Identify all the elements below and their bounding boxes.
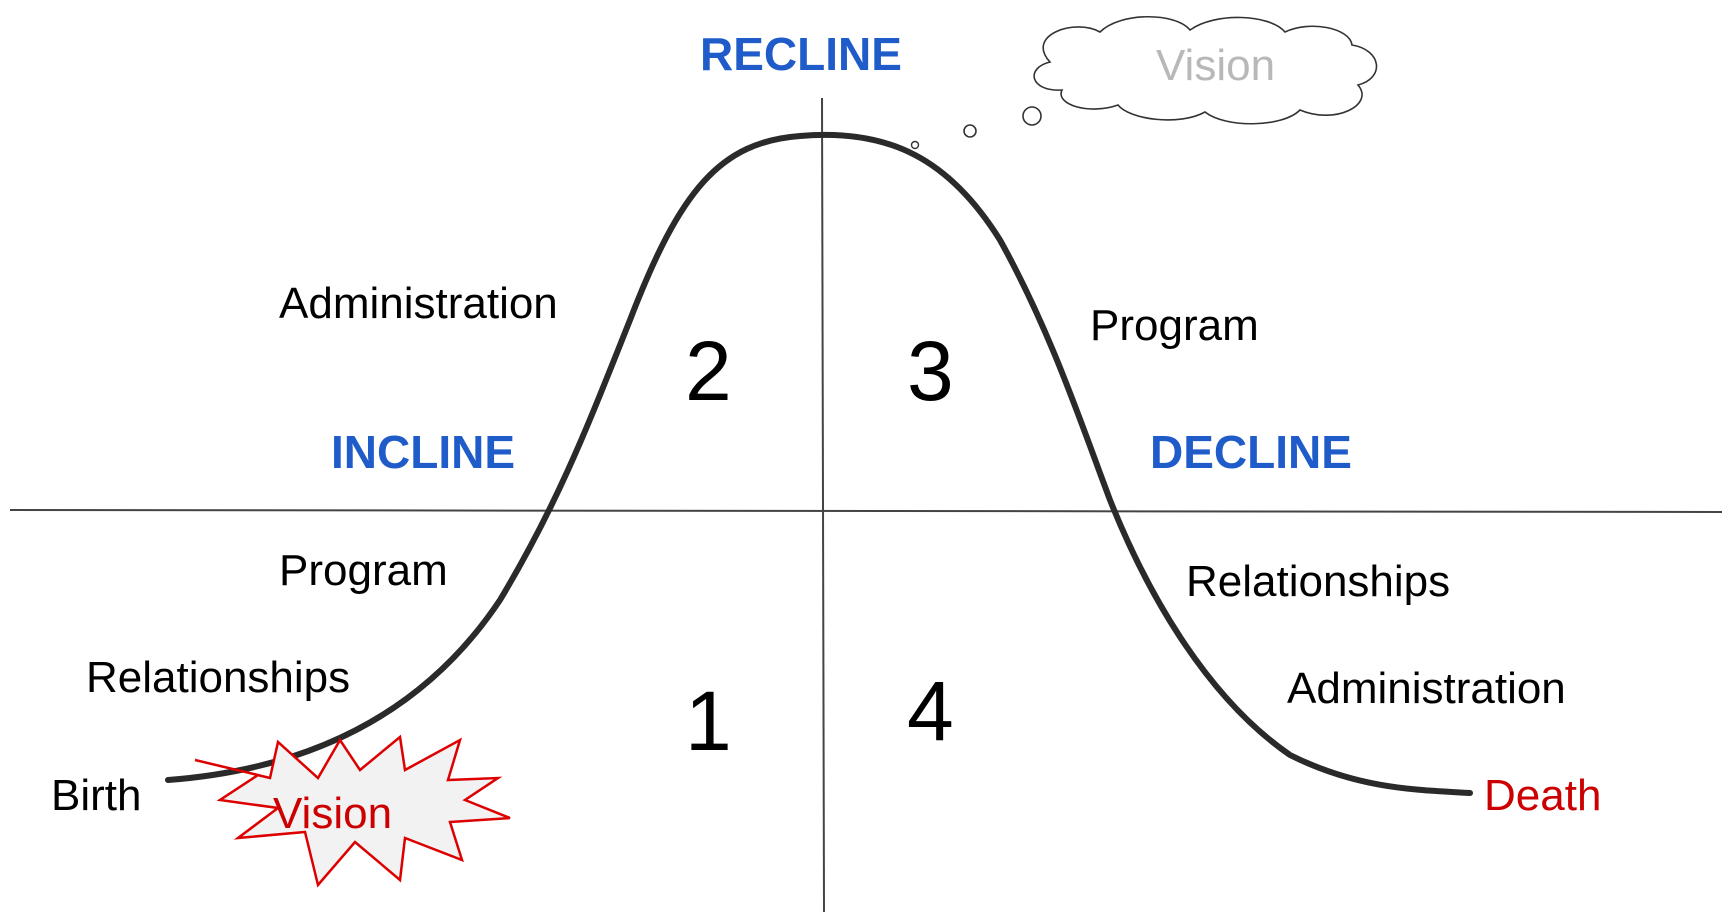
phase-recline: RECLINE bbox=[700, 28, 902, 80]
life-cycle-curve bbox=[165, 131, 1473, 796]
phase-incline: INCLINE bbox=[331, 426, 515, 478]
quadrant-1: 1 bbox=[685, 674, 732, 768]
thought-cloud-shape bbox=[1033, 15, 1378, 125]
right-relationships-label: Relationships bbox=[1186, 557, 1450, 606]
vision-burst-label: Vision bbox=[273, 789, 392, 838]
horizontal-axis bbox=[9, 509, 1723, 513]
thought-cloud bbox=[910, 15, 1378, 150]
left-relationships-label: Relationships bbox=[86, 653, 350, 702]
death-label: Death bbox=[1484, 771, 1601, 820]
quadrant-3: 3 bbox=[907, 324, 954, 418]
phase-decline: DECLINE bbox=[1150, 426, 1352, 478]
quadrant-4: 4 bbox=[907, 664, 954, 758]
birth-label: Birth bbox=[51, 771, 141, 820]
right-program-label: Program bbox=[1090, 301, 1259, 350]
left-program-label: Program bbox=[279, 546, 448, 595]
vertical-axis bbox=[821, 97, 825, 913]
quadrant-2: 2 bbox=[685, 324, 732, 418]
thought-bubble-medium bbox=[963, 124, 977, 138]
thought-bubble-large bbox=[1022, 106, 1042, 126]
left-administration-label: Administration bbox=[279, 279, 558, 328]
thought-bubble-small bbox=[910, 140, 920, 150]
vision-cloud-label: Vision bbox=[1156, 41, 1275, 90]
right-administration-label: Administration bbox=[1287, 664, 1566, 713]
vision-burst-shape bbox=[194, 734, 511, 888]
